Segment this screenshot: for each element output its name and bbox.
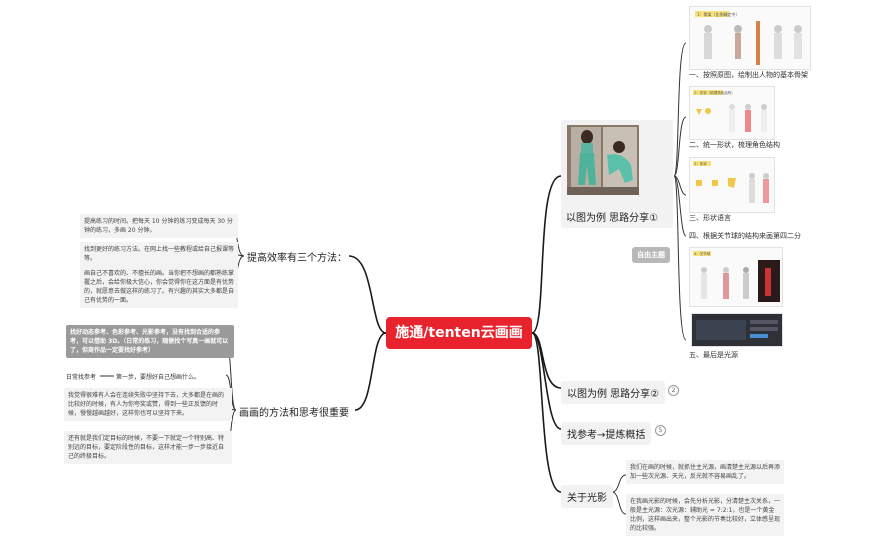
topic-light[interactable]: 关于光影 — [561, 485, 613, 508]
reference-photo — [567, 125, 639, 195]
topic-branch2[interactable]: 以图为例 思路分享② — [561, 381, 666, 404]
thumb-step2-tag: 2：形状（梳理角色结构） — [694, 90, 735, 95]
thumb-step3-art: 3：形状 — [693, 161, 769, 203]
reference-photo-art — [567, 125, 639, 195]
note-efficiency-2: 找到更好的练习方法。在网上找一些教程或给自己报课等等。 — [80, 242, 238, 266]
thumb-step4-tag: 4：关节球 — [694, 251, 711, 256]
topic-methods[interactable]: 画画的方法和思考很重要 — [239, 408, 349, 419]
thumb-step1: 1：骨架（比例确定中） — [689, 6, 811, 70]
thumb-step2: 2：形状（梳理角色结构） — [689, 86, 775, 140]
note-methods-2: 还有就是我们定目标的时候，不要一下就定一个特别高、特别远的目标，要定阶段性的目标… — [64, 431, 232, 464]
branch2-collapse-count[interactable]: 2 — [668, 385, 679, 396]
thumb-step5-art — [696, 320, 778, 340]
daily-reference-label: 日常找参考 — [66, 374, 97, 381]
step-one-text: 第一步，要想好自己想画什么。 — [116, 374, 201, 381]
link-branch1 — [531, 175, 562, 334]
thumb-step4: 4：关节球 — [689, 247, 783, 307]
free-topic-badge[interactable]: 自由主题 — [632, 247, 670, 263]
link-light — [531, 332, 562, 493]
thumb-step3: 3：形状 — [689, 157, 775, 213]
thumb-step2-art: 2：形状（梳理角色结构） — [693, 90, 767, 132]
thumb-step3-tag: 3：形状 — [694, 161, 707, 166]
thumb-step5 — [691, 313, 783, 347]
link-efficiency — [348, 255, 387, 334]
root-topic[interactable]: 施通/tenten云画画 — [386, 317, 532, 349]
topic-efficiency[interactable]: 提高效率有三个方法： — [247, 253, 347, 264]
caption-step1: 一、按照原图，绘制出人物的基本骨架 — [689, 71, 808, 79]
note-light-2: 在我画光影的时候，会先分析光影，分清楚主次关系，一般是主光源：次光源：辅助光 =… — [626, 494, 784, 536]
thumb-step4-art: 4：关节球 — [693, 251, 780, 302]
caption-step4: 四、根据关节球的结构来画第四二分 — [689, 232, 801, 240]
note-efficiency-1: 提高练习的时间。把每天 10 分钟的练习变成每天 30 分钟的练习，多画 20 … — [80, 214, 238, 238]
topic-branch1-card[interactable]: 以图为例 思路分享① — [561, 120, 673, 228]
link-methods — [354, 332, 387, 411]
thumb-step1-tag: 1：骨架（比例确定中） — [697, 11, 740, 17]
note-methods-highlight: 找好动态参考、色彩参考、光影参考，没有找到合适的参考，可以借助 3D。（日常的练… — [66, 325, 234, 358]
note-efficiency-3: 画自己不喜欢的、不擅长的画。当你把不想画的都熟练掌握之后，会给你极大信心，你会觉… — [80, 266, 238, 308]
topic-branch3[interactable]: 找参考→提炼概括 — [561, 422, 652, 445]
branch3-collapse-count[interactable]: 5 — [655, 425, 666, 436]
caption-step5: 五、最后是光源 — [689, 351, 738, 359]
caption-step2: 二、统一形状，梳理角色结构 — [689, 141, 780, 149]
topic-branch1-label[interactable]: 以图为例 思路分享① — [566, 213, 659, 224]
note-light-1: 我们在画的时候，就抓住主光源，画清楚主光源以后再添加一些次光源、天光，反光就不容… — [626, 460, 784, 484]
note-methods-1: 我觉得很难有人会在连续失败中坚持下去，大多都是在画的比较好的时候，有人为你夸奖或… — [64, 388, 232, 421]
thumb-step1-art: 1：骨架（比例确定中） — [695, 11, 802, 65]
caption-step3: 三、形状语言 — [689, 214, 731, 222]
link-branch3 — [531, 332, 562, 430]
